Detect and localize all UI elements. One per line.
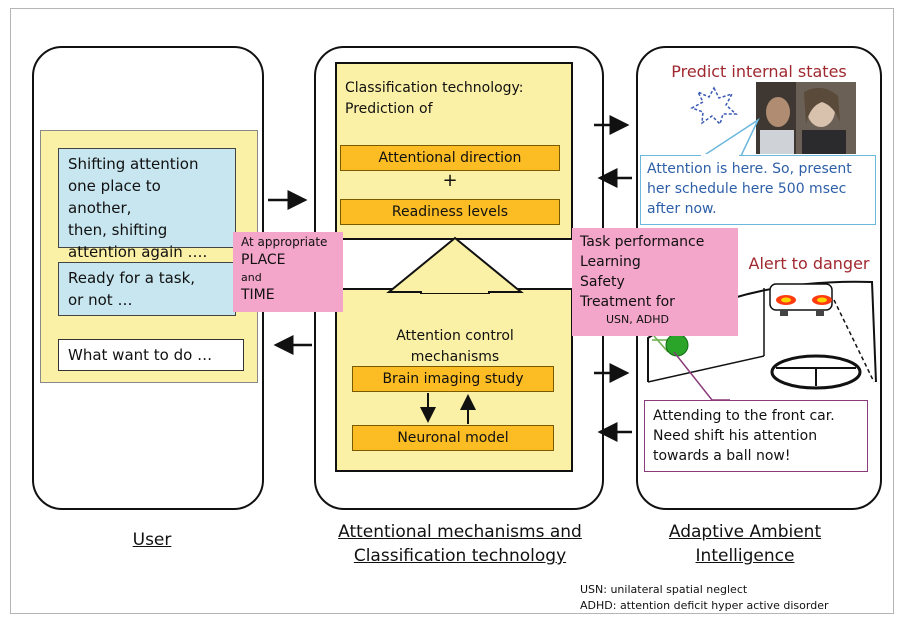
user-caption-text: User xyxy=(132,530,172,550)
applications-line: Learning xyxy=(580,254,641,270)
middle-caption-line: Classification technology xyxy=(353,546,567,566)
callout-pointer xyxy=(700,118,760,159)
place-time-box: At appropriate PLACE and TIME xyxy=(233,232,343,312)
callout-line: after now. xyxy=(647,201,717,217)
brain-imaging-label: Brain imaging study xyxy=(382,371,524,387)
place-time-line: TIME xyxy=(241,287,275,303)
user-box1-line: attention again …. xyxy=(68,243,208,261)
mechanisms-title-line: mechanisms xyxy=(410,349,500,365)
attentional-direction-box: Attentional direction xyxy=(340,145,560,171)
attentional-direction-label: Attentional direction xyxy=(378,150,522,166)
alert-to-danger-title: Alert to danger xyxy=(742,254,876,273)
user-box2-line: Ready for a task, xyxy=(68,269,196,287)
callout-line: her schedule here 500 msec xyxy=(647,181,847,197)
readiness-levels-box: Readiness levels xyxy=(340,199,560,225)
right-caption-line: Intelligence xyxy=(695,546,795,566)
applications-line: Task performance xyxy=(580,234,705,250)
mechanisms-title-line: Attention control xyxy=(396,328,514,344)
attention-star-icon xyxy=(690,86,738,126)
user-want-text: What want to do … xyxy=(68,346,213,364)
neuronal-model-box: Neuronal model xyxy=(352,425,554,451)
middle-caption-line: Attentional mechanisms and xyxy=(338,522,582,542)
applications-line: Safety xyxy=(580,274,625,290)
neuronal-model-label: Neuronal model xyxy=(397,430,509,446)
plus-sign: + xyxy=(440,170,460,192)
place-time-line: At appropriate xyxy=(241,235,328,249)
user-box1-line: Shifting attention xyxy=(68,155,199,173)
user-box2-line: or not … xyxy=(68,291,133,309)
mechanisms-title: Attention control mechanisms xyxy=(350,326,560,368)
footnote-usn: USN: unilateral spatial neglect xyxy=(580,583,748,596)
user-shifting-attention-box: Shifting attention one place to another,… xyxy=(58,148,236,261)
attention-callout: Attention is here. So, present her sched… xyxy=(640,155,876,225)
alert-title-text: Alert to danger xyxy=(748,254,870,273)
right-caption-line: Adaptive Ambient xyxy=(668,522,822,542)
plus-text: + xyxy=(442,170,458,191)
car-callout-line: Need shift his attention xyxy=(653,428,818,444)
user-box1-line: then, shifting xyxy=(68,221,168,239)
right-caption: Adaptive Ambient Intelligence xyxy=(640,520,850,568)
figure-frame xyxy=(10,8,894,614)
middle-caption: Attentional mechanisms and Classificatio… xyxy=(310,520,610,568)
place-time-line: and xyxy=(241,271,262,284)
applications-box: Task performance Learning Safety Treatme… xyxy=(572,228,738,336)
classification-title: Classification technology: Prediction of xyxy=(345,78,565,120)
callout-pointer-cover xyxy=(701,154,739,157)
predict-internal-states-title: Predict internal states xyxy=(644,62,874,81)
woman-photo-icon xyxy=(756,82,856,154)
applications-line: Treatment for xyxy=(580,294,675,310)
user-box1-line: one place to another, xyxy=(68,177,161,217)
place-time-line: PLACE xyxy=(241,252,286,268)
footnotes: USN: unilateral spatial neglect ADHD: at… xyxy=(580,582,890,614)
user-caption: User xyxy=(112,528,192,552)
applications-sub: USN, ADHD xyxy=(606,313,669,326)
footnote-adhd: ADHD: attention deficit hyper active dis… xyxy=(580,599,829,612)
classification-title-line: Classification technology: xyxy=(345,80,524,96)
user-want-box: What want to do … xyxy=(58,339,244,371)
predict-title-text: Predict internal states xyxy=(671,62,847,81)
callout-line: Attention is here. So, present xyxy=(647,161,852,177)
car-callout-line: Attending to the front car. xyxy=(653,408,835,424)
classification-title-line: Prediction of xyxy=(345,101,433,117)
user-ready-box: Ready for a task, or not … xyxy=(58,262,236,316)
car-attention-callout: Attending to the front car. Need shift h… xyxy=(644,400,868,472)
brain-imaging-box: Brain imaging study xyxy=(352,366,554,392)
up-arrow xyxy=(386,236,524,294)
car-callout-line: towards a ball now! xyxy=(653,448,791,464)
readiness-levels-label: Readiness levels xyxy=(391,204,509,220)
